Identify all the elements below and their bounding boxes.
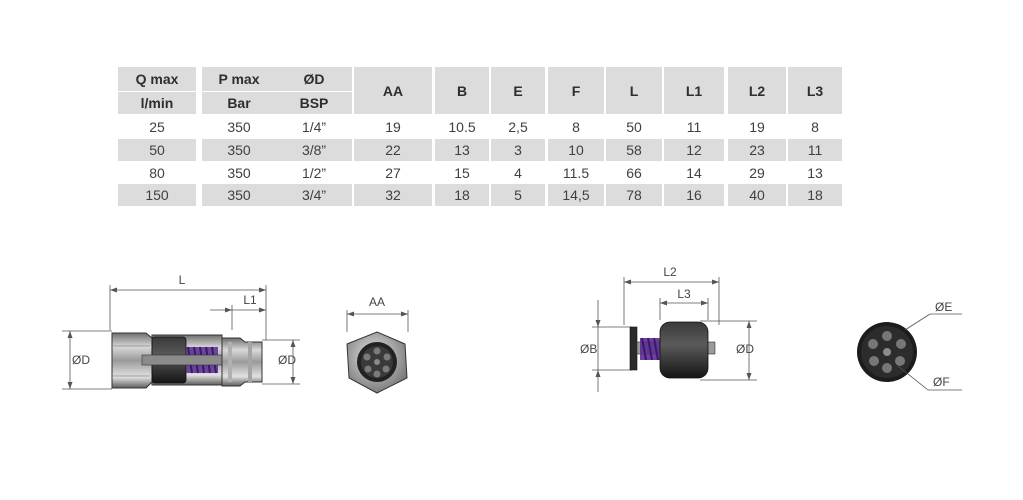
- table-cell: 50: [118, 139, 196, 161]
- header-top-1: P max: [202, 67, 276, 91]
- table-cell: 32: [354, 184, 432, 206]
- coupling-end-view: AA: [346, 295, 409, 394]
- dim-l3-label: L3: [677, 287, 691, 301]
- header-top-0: Q max: [118, 67, 196, 91]
- table-cell: 10: [548, 139, 604, 161]
- table-cell: 58: [606, 139, 662, 161]
- table-cell: 22: [354, 139, 432, 161]
- table-cell: 350: [227, 165, 251, 181]
- header-l: L: [606, 67, 662, 114]
- table-cell: 3: [491, 139, 545, 161]
- dim-d-right-label: ØD: [278, 353, 296, 367]
- table-cell: 16: [664, 184, 724, 206]
- table-cell: 14,5: [548, 184, 604, 206]
- table-cell: 18: [788, 184, 842, 206]
- table-cell: 19: [385, 119, 401, 135]
- table-cell: 27: [385, 165, 401, 181]
- dim-d-left-label: ØD: [72, 353, 90, 367]
- table-cell: 1/4”: [301, 119, 327, 135]
- header-l2: L2: [728, 67, 786, 114]
- dimension-l: L: [109, 273, 267, 340]
- table-cell: 15: [454, 165, 470, 181]
- table-cell: 78: [606, 184, 662, 206]
- header-bottom-2: BSP: [276, 92, 352, 114]
- table-cell: 8: [572, 119, 580, 135]
- table-cell: 12: [664, 139, 724, 161]
- table-cell: 23: [728, 139, 786, 161]
- dim-f-label: ØF: [933, 375, 950, 389]
- dim-l-label: L: [179, 273, 186, 287]
- table-cell: 13: [435, 139, 489, 161]
- dim-l2-label: L2: [663, 265, 677, 279]
- header-e: E: [491, 67, 545, 114]
- table-cell: 5: [491, 184, 545, 206]
- dimension-d-right: ØD: [262, 339, 300, 385]
- table-cell: 19: [749, 119, 765, 135]
- table-cell: 350: [227, 119, 251, 135]
- table-cell: 29: [749, 165, 765, 181]
- dim-l1-label: L1: [243, 293, 257, 307]
- table-cell: 25: [149, 119, 165, 135]
- table-cell: 350: [202, 139, 276, 161]
- header-aa: AA: [354, 67, 432, 114]
- table-cell: 8: [811, 119, 819, 135]
- table-cell: 40: [728, 184, 786, 206]
- header-l1: L1: [664, 67, 724, 114]
- header-bottom-0: l/min: [118, 92, 196, 114]
- table-cell: 14: [686, 165, 702, 181]
- table-cell: 1/2”: [301, 165, 327, 181]
- dim-e-label: ØE: [935, 300, 952, 314]
- dim-b-label: ØB: [580, 342, 597, 356]
- dim-d-insert-label: ØD: [736, 342, 754, 356]
- table-cell: 3/4”: [276, 184, 352, 206]
- table-cell: 80: [149, 165, 165, 181]
- table-cell: 18: [435, 184, 489, 206]
- coupling-body: [111, 332, 263, 389]
- table-cell: 11: [788, 139, 842, 161]
- table-cell: 13: [807, 165, 823, 181]
- table-cell: 3/8”: [276, 139, 352, 161]
- header-b: B: [435, 67, 489, 114]
- table-cell: 10.5: [448, 119, 476, 135]
- header-f: F: [548, 67, 604, 114]
- header-l3: L3: [788, 67, 842, 114]
- table-cell: 11.5: [562, 165, 590, 181]
- table-cell: 4: [514, 165, 522, 181]
- header-bottom-1: Bar: [202, 92, 276, 114]
- table-cell: 150: [118, 184, 196, 206]
- table-cell: 2,5: [508, 119, 528, 135]
- dimension-l1: L1: [210, 293, 266, 330]
- dim-aa-label: AA: [369, 295, 385, 309]
- dimension-d-left: ØD: [62, 330, 112, 390]
- insert-side-view: L2 L3 ØB ØD: [580, 265, 757, 392]
- table-cell: 350: [202, 184, 276, 206]
- insert-end-view: ØE ØF: [857, 300, 962, 391]
- table-cell: 50: [626, 119, 642, 135]
- header-top-2: ØD: [276, 67, 352, 91]
- table-cell: 11: [686, 119, 702, 135]
- table-cell: 66: [626, 165, 642, 181]
